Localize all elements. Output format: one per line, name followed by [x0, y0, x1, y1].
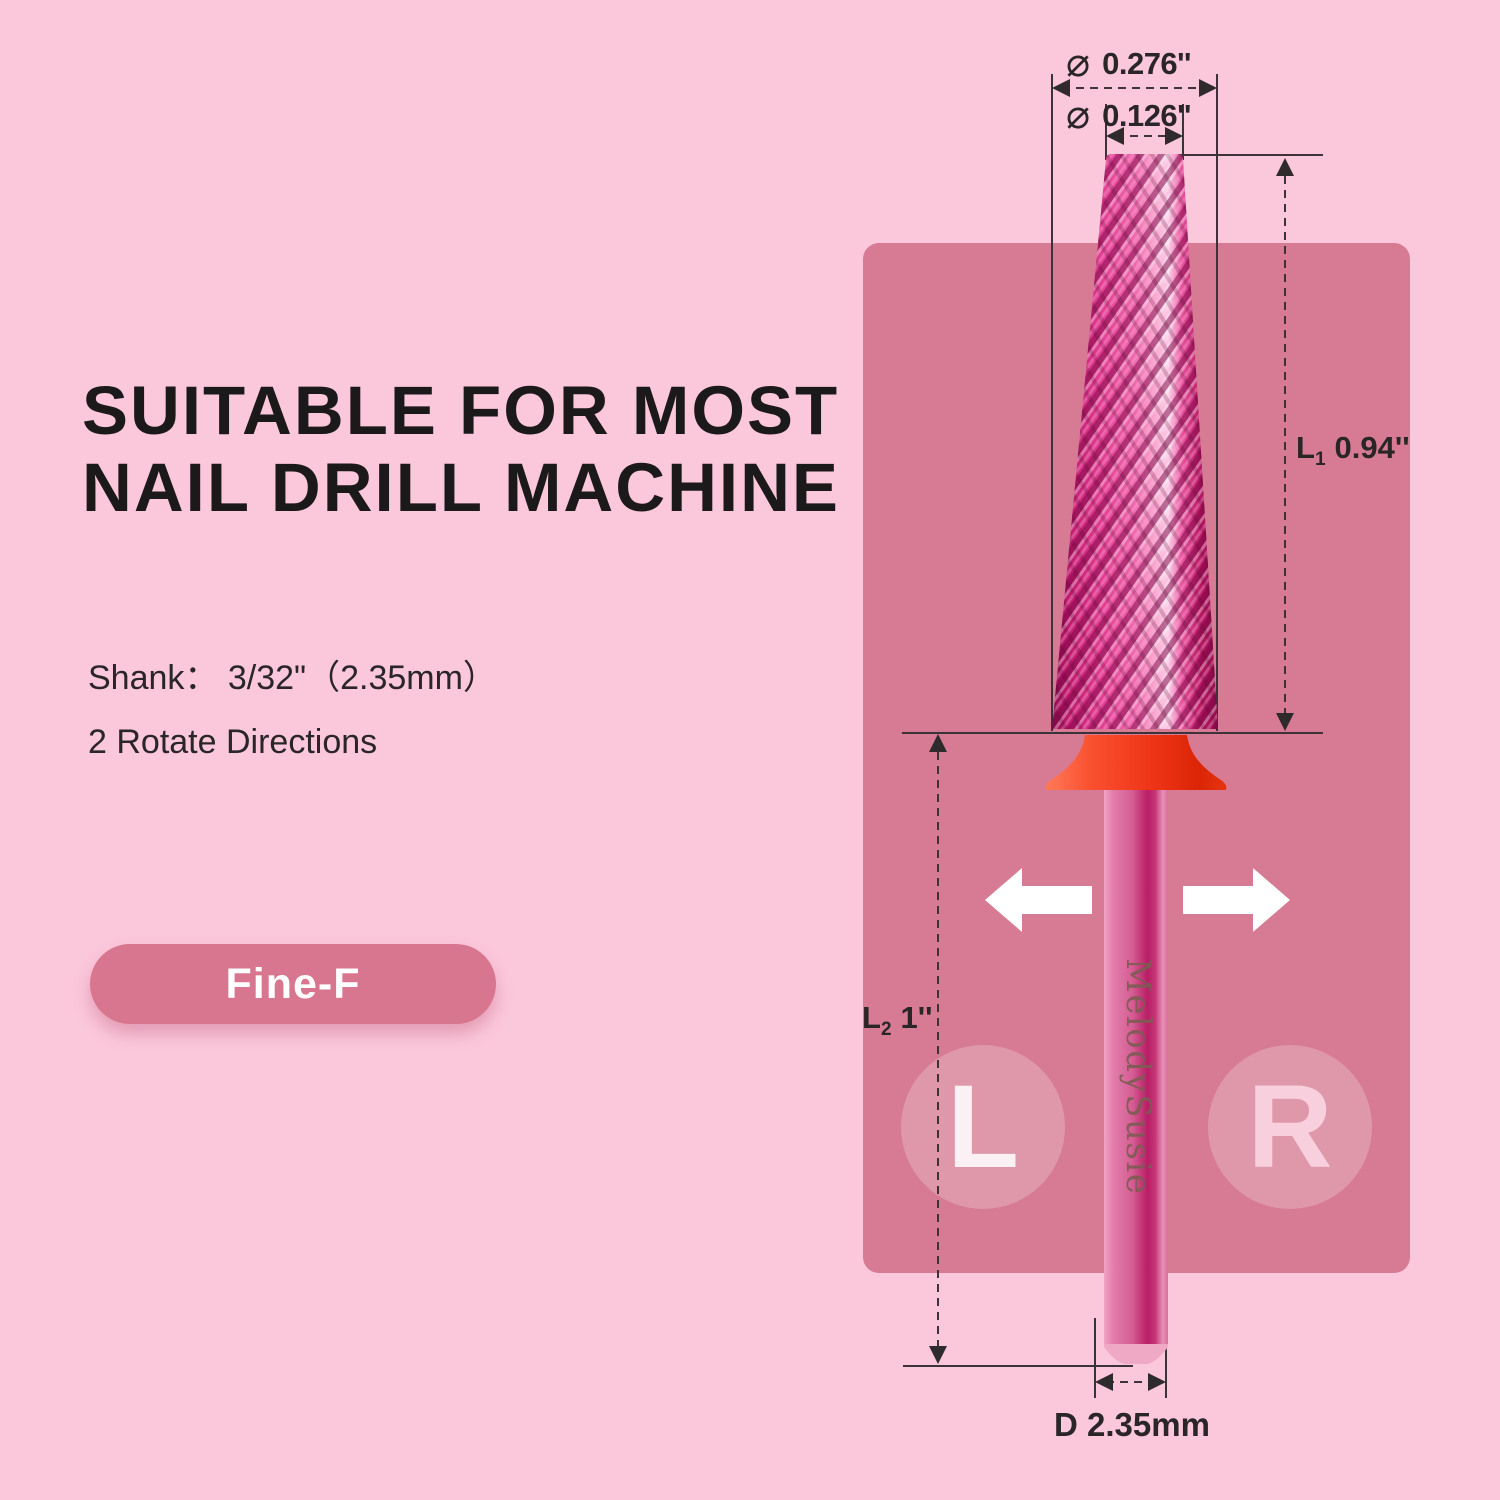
rotate-right-circle: R	[1208, 1045, 1372, 1209]
rotate-left-label: L	[946, 1061, 1020, 1193]
shank-length-value: 1''	[900, 1000, 933, 1035]
outer-diameter-label: ⌀ 0.276''	[1066, 41, 1191, 85]
brand-text: MelodySusie	[1118, 958, 1158, 1195]
head-length-label: L1 0.94''	[1296, 430, 1410, 471]
tip-diameter-label: ⌀ 0.126''	[1066, 93, 1191, 137]
grit-badge: Fine-F	[90, 944, 496, 1024]
rotate-left-circle: L	[901, 1045, 1065, 1209]
diameter-icon: ⌀	[1066, 93, 1091, 137]
arrow-right-icon	[1183, 868, 1290, 932]
shank-diameter-label: D 2.35mm	[1032, 1406, 1232, 1444]
arrow-left-icon	[985, 868, 1092, 932]
shank-length-prefix: L	[862, 1000, 881, 1035]
bit-shank-tip	[1104, 1344, 1168, 1364]
rotation-arrows	[985, 868, 1290, 932]
bit-shank	[1104, 790, 1168, 1344]
shank-length-label: L2 1''	[862, 1000, 933, 1041]
extension-lines	[902, 74, 1323, 1398]
head-length-value: 0.94''	[1334, 430, 1410, 465]
head-length-sub: 1	[1314, 449, 1326, 471]
grit-badge-label: Fine-F	[225, 959, 361, 1008]
dimension-lines	[929, 79, 1294, 1391]
rotate-right-label: R	[1247, 1061, 1333, 1193]
spec-list: Shank： 3/32"（2.35mm） 2 Rotate Directions	[88, 646, 497, 774]
tip-diameter-value: 0.126''	[1102, 98, 1191, 133]
shank-length-sub: 2	[880, 1019, 892, 1041]
headline-line1: SUITABLE FOR MOST	[82, 372, 840, 449]
bit-collar	[1045, 735, 1227, 790]
spec-rotation: 2 Rotate Directions	[88, 723, 378, 761]
diameter-icon: ⌀	[1066, 41, 1091, 85]
bit-head-knurl-texture-2	[1052, 154, 1218, 729]
drill-bit: MelodySusie	[1045, 154, 1227, 1364]
shank-diameter-value: D 2.35mm	[1054, 1406, 1210, 1443]
headline: SUITABLE FOR MOST NAIL DRILL MACHINE	[82, 372, 840, 526]
spec-shank: Shank： 3/32"（2.35mm）	[88, 659, 497, 697]
head-length-prefix: L	[1296, 430, 1315, 465]
outer-diameter-value: 0.276''	[1102, 46, 1191, 81]
headline-line2: NAIL DRILL MACHINE	[82, 449, 840, 526]
